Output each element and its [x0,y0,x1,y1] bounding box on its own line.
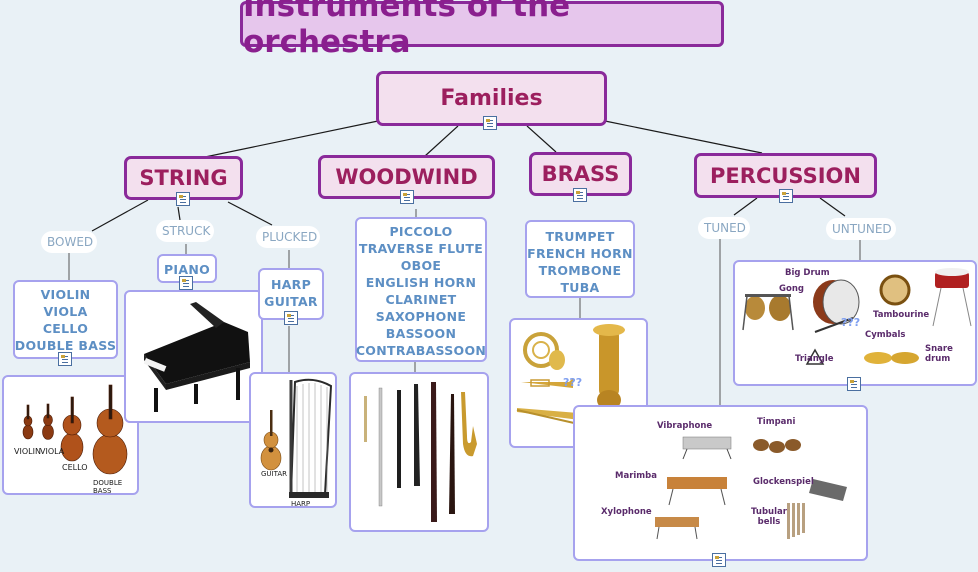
list-item: OBOE [400,258,442,273]
tuned-percussion-image: Vibraphone Timpani Marimba Glockenspiel … [573,405,868,561]
list-item: VIOLIN [40,287,91,302]
list-item: DOUBLE BASS [14,338,117,353]
tuned-percussion-illustration [655,436,847,540]
category-label: BRASS [541,162,620,186]
woodwind-instruments-list[interactable]: PICCOLO TRAVERSE FLUTE OBOE ENGLISH HORN… [355,217,487,362]
image-label: VIOLIN [14,447,41,456]
branch-struck[interactable]: STRUCK [156,220,214,242]
list-item: VIOLA [43,304,88,319]
plucked-instruments-image: GUITAR HARP [249,372,337,508]
note-icon[interactable] [573,188,587,202]
list-item: TRAVERSE FLUTE [358,241,484,256]
branch-untuned[interactable]: UNTUNED [826,218,896,240]
category-label: WOODWIND [335,165,478,189]
list-item: PICCOLO [389,224,453,239]
image-label: Snare drum [925,344,953,364]
list-item: TRUMPET [545,229,615,244]
note-icon[interactable] [176,192,190,206]
note-icon[interactable] [847,377,861,391]
page-title: Instruments of the orchestra [240,0,724,60]
image-label: Timpani [757,417,796,427]
note-icon[interactable] [179,276,193,290]
woodwind-instruments-image [349,372,489,532]
bowed-instruments-image: VIOLIN VIOLA CELLO DOUBLE BASS [2,375,139,495]
image-label: DOUBLE BASS [93,479,123,495]
untuned-percussion-illustration [742,268,972,365]
image-label: GUITAR [261,470,287,478]
note-icon[interactable] [58,352,72,366]
list-item: TROMBONE [538,263,622,278]
note-icon[interactable] [284,311,298,325]
note-icon[interactable] [779,189,793,203]
harp-guitar-illustration [260,378,333,498]
list-item: TUBA [560,280,600,295]
note-icon[interactable] [483,116,497,130]
list-item: GUITAR [264,294,318,309]
string-instruments-illustration [22,384,128,475]
list-item: HARP [270,277,312,292]
list-item: CELLO [42,321,89,336]
grand-piano-illustration [143,302,250,412]
image-label: Triangle [795,354,834,364]
image-label: CELLO [62,463,88,472]
list-item: PIANO [163,262,211,277]
image-label: Tambourine [873,310,930,320]
untuned-percussion-image: Big Drum Gong Tambourine Cymbals Triangl… [733,260,977,386]
root-node-label: Families [440,86,543,111]
list-item: SAXOPHONE [375,309,467,324]
category-label: STRING [139,166,228,190]
image-label: Vibraphone [657,421,713,431]
image-label: HARP [291,500,311,508]
category-brass[interactable]: BRASS [529,152,632,196]
image-label: Gong [779,284,804,294]
image-label: Xylophone [601,507,652,517]
piano-image [124,290,263,423]
note-icon[interactable] [400,190,414,204]
branch-bowed[interactable]: BOWED [41,231,97,253]
list-item: CONTRABASSOON [355,343,487,358]
branch-plucked[interactable]: PLUCKED [256,226,320,248]
list-item: FRENCH HORN [527,246,633,261]
branch-tuned[interactable]: TUNED [698,217,750,239]
image-label: Marimba [615,471,657,481]
bowed-instruments-list[interactable]: VIOLIN VIOLA CELLO DOUBLE BASS [13,280,118,359]
image-label: Big Drum [785,268,830,278]
category-label: PERCUSSION [710,163,861,188]
list-item: BASSOON [385,326,457,341]
brass-instruments-list[interactable]: TRUMPET FRENCH HORN TROMBONE TUBA [525,220,635,298]
image-label: VIOLA [40,447,65,456]
brass-marker: ??? [563,376,583,389]
image-label: Tubular bells [751,507,787,527]
list-item: ENGLISH HORN [365,275,477,290]
woodwind-illustration [364,382,477,522]
image-label: Glockenspiel [753,477,814,487]
list-item: CLARINET [385,292,457,307]
note-icon[interactable] [712,553,726,567]
image-label: Cymbals [865,330,906,340]
untuned-marker: ??? [841,316,861,329]
